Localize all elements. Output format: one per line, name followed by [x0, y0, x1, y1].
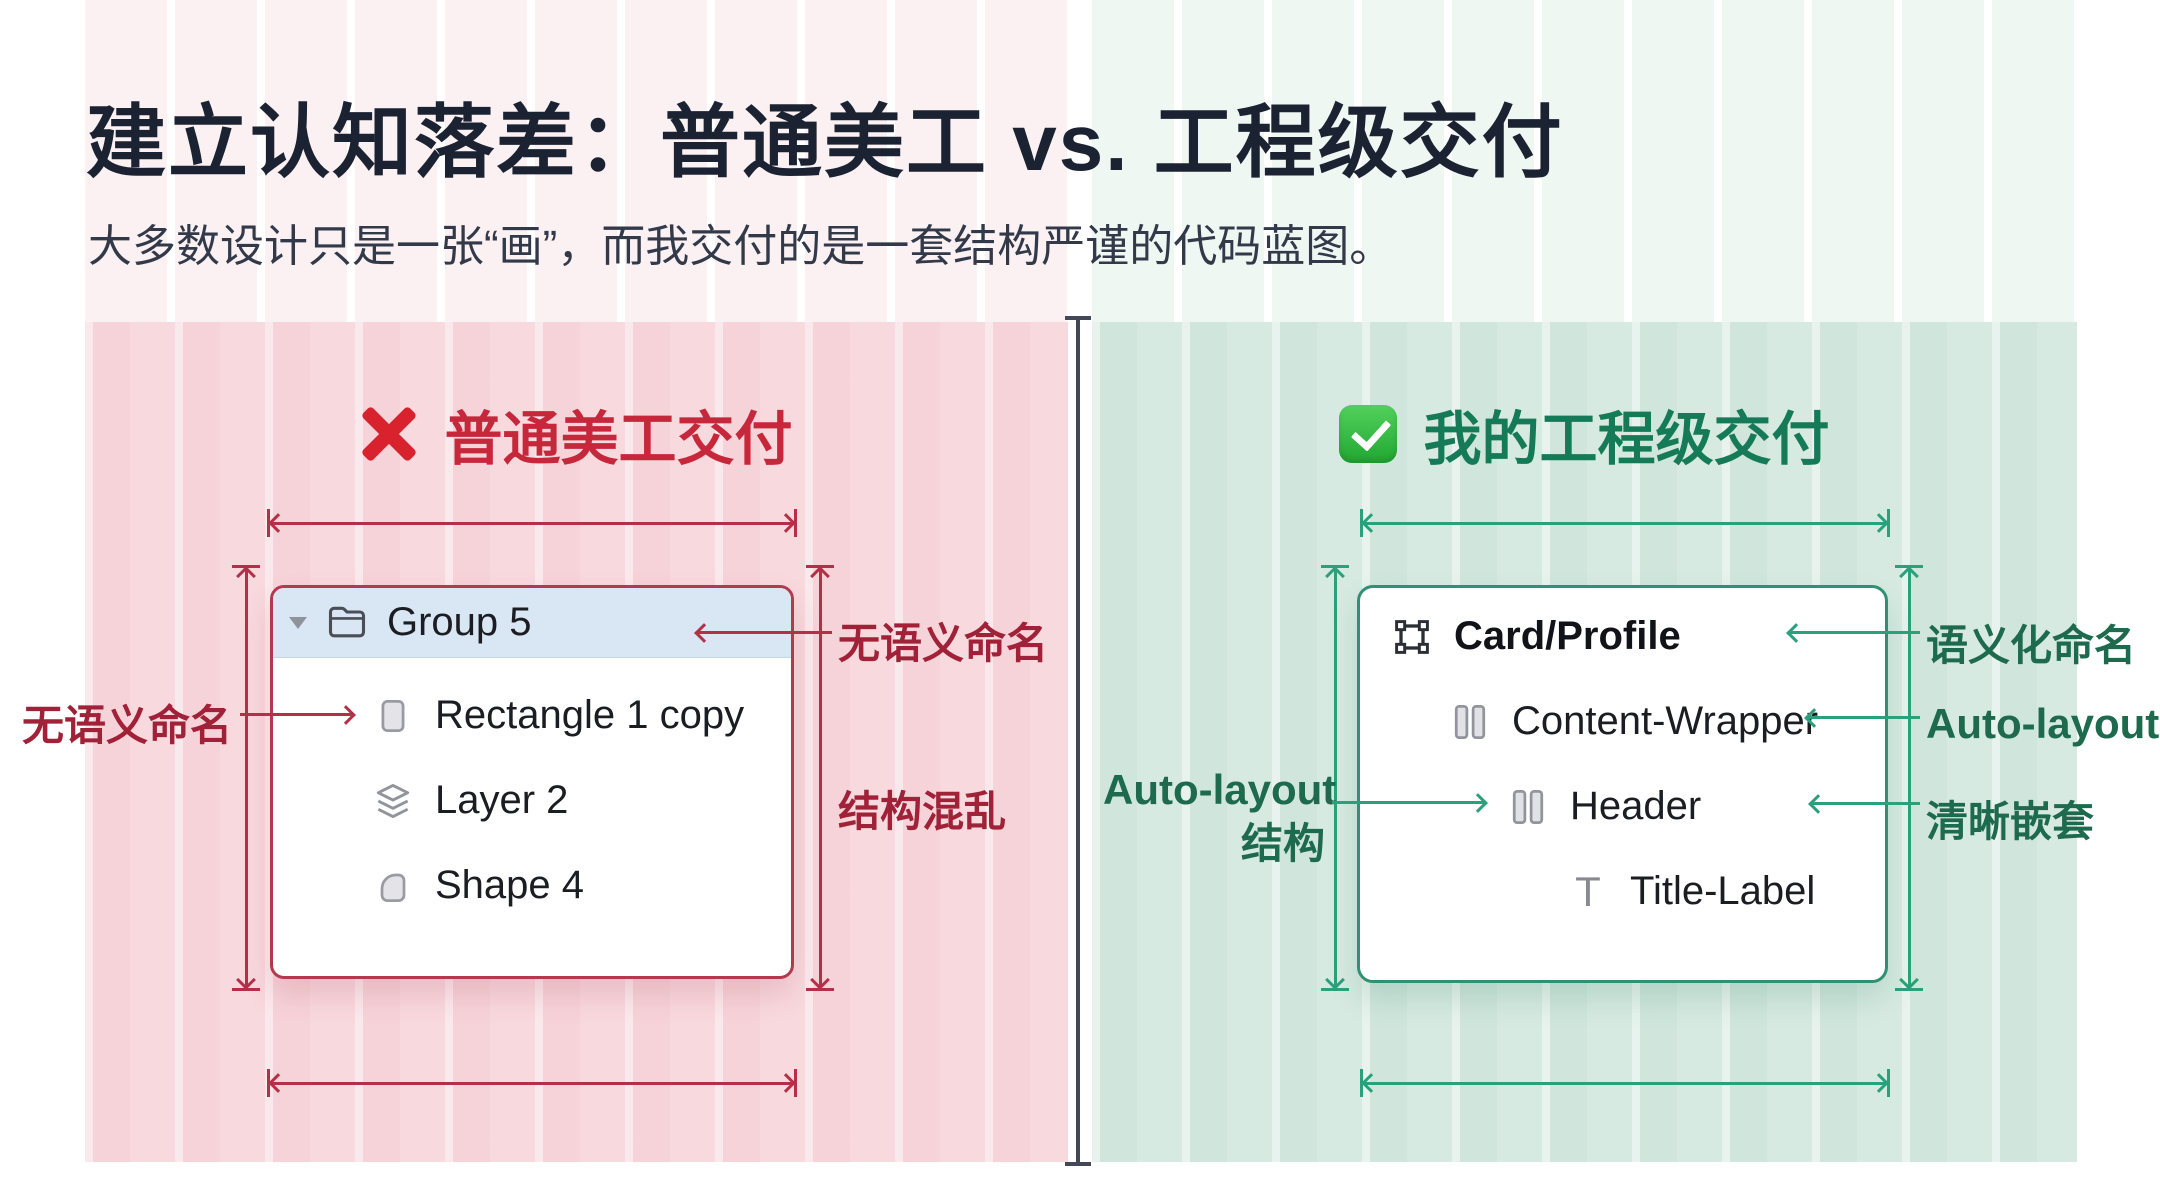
right-heading-label: 我的工程级交付 — [1423, 407, 1830, 472]
column-grid-right — [1092, 0, 2077, 322]
layer-name: Rectangle 1 copy — [435, 693, 745, 737]
autolayout-icon — [1454, 704, 1486, 739]
annotation-messy-structure: 结构混乱 — [838, 788, 1007, 835]
annotation-no-semantic-naming-left: 无语义命名 — [21, 702, 232, 749]
layer-name: Card/Profile — [1454, 614, 1681, 658]
page-subtitle: 大多数设计只是一张“画”，而我交付的是一套结构严谨的代码蓝图。 — [88, 222, 1394, 271]
annotation-autolayout: Auto-layout — [1926, 700, 2160, 747]
chevron-down-icon — [289, 616, 307, 629]
layer-row: Content-Wrapper — [1360, 679, 1885, 764]
layer-row: Rectangle 1 copy — [273, 673, 791, 758]
left-panel-background — [85, 322, 1068, 1162]
structure-panel-card: Card/Profile Content-Wrapper Header Titl… — [1357, 585, 1888, 983]
layer-name: Content-Wrapper — [1512, 699, 1819, 743]
layer-row: Shape 4 — [273, 843, 791, 928]
text-icon — [1566, 870, 1610, 914]
annotation-autolayout-structure: Auto-layout 结构 — [1103, 763, 1337, 871]
left-heading-label: 普通美工交付 — [444, 407, 793, 472]
layers-icon — [376, 783, 410, 818]
annotation-clear-nesting: 清晰嵌套 — [1926, 798, 2095, 845]
layer-row: Header — [1360, 764, 1885, 849]
layer-row: Title-Label — [1360, 849, 1885, 934]
layer-name: Group 5 — [387, 600, 532, 644]
layer-row: Card/Profile — [1360, 594, 1885, 679]
page-title: 建立认知落差：普通美工 vs. 工程级交付 — [86, 98, 1564, 187]
layer-name: Title-Label — [1630, 869, 1816, 913]
layer-name: Header — [1570, 784, 1702, 828]
panel-divider — [1065, 316, 1091, 1166]
component-icon — [1395, 619, 1429, 654]
column-grid-left — [85, 0, 1068, 322]
layer-name: Shape 4 — [435, 863, 585, 907]
rectangle-icon — [381, 699, 405, 732]
x-icon — [360, 405, 418, 463]
folder-icon — [328, 606, 366, 637]
right-panel-heading: 我的工程级交付 — [1092, 392, 2077, 476]
annotation-semantic-naming: 语义化命名 — [1926, 622, 2137, 669]
annotation-line: Auto-layout — [1103, 766, 1337, 813]
left-panel-heading: 普通美工交付 — [85, 392, 1068, 476]
annotation-line: 结构 — [1240, 820, 1325, 867]
layer-name: Layer 2 — [435, 778, 569, 822]
shape-icon — [380, 873, 406, 902]
check-icon — [1339, 405, 1398, 463]
annotation-no-semantic-naming-right: 无语义命名 — [838, 620, 1049, 667]
layer-row-selected: Group 5 — [273, 588, 791, 658]
layer-row: Layer 2 — [273, 758, 791, 843]
layers-panel-card: Group 5 Rectangle 1 copy Layer 2 Shape 4 — [270, 585, 794, 979]
autolayout-icon — [1512, 789, 1544, 824]
